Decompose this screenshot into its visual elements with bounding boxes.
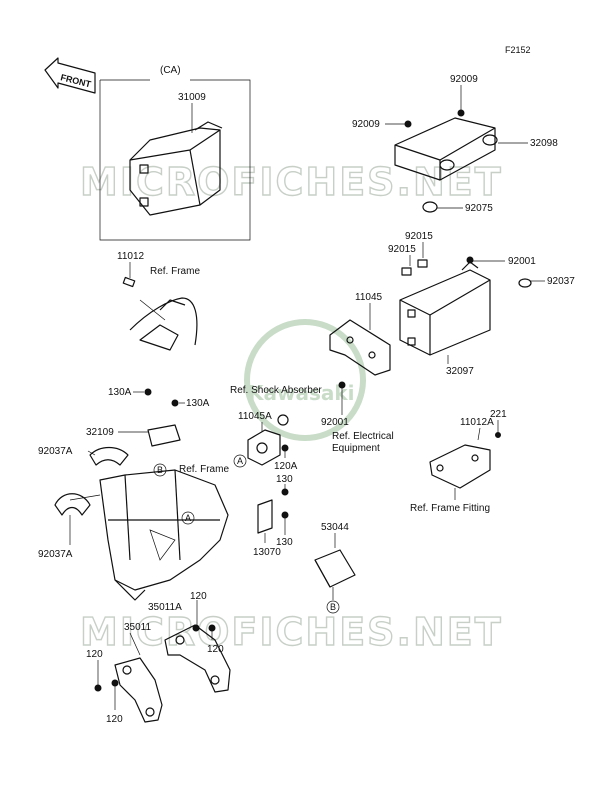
callout-a-top: A: [237, 456, 243, 466]
diagram-code: F2152: [505, 45, 531, 55]
label-ref-frame-center: Ref. Frame: [179, 464, 229, 475]
label-130A-right: 130A: [186, 398, 210, 409]
label-120-bottom: 120: [106, 714, 123, 725]
label-130-bottom: 130: [276, 537, 293, 548]
label-120-left: 120: [86, 649, 103, 660]
label-92001-right: 92001: [508, 256, 536, 267]
callout-b-53044: B: [330, 602, 336, 612]
label-92037: 92037: [547, 276, 575, 287]
label-35011: 35011: [124, 622, 152, 633]
label-130-top: 130: [276, 474, 293, 485]
mount-11045A: [247, 414, 289, 466]
label-32097: 32097: [446, 366, 474, 377]
label-92009-left: 92009: [352, 119, 380, 130]
plate-13070: [257, 499, 273, 534]
battery-cover-32098: [394, 117, 498, 181]
label-11012: 11012: [117, 251, 145, 262]
label-92001-center: 92001: [321, 417, 349, 428]
label-31009: 31009: [178, 92, 206, 103]
watermark-text-bottom: MICROFICHES.NET: [80, 610, 503, 654]
ca-label: (CA): [160, 65, 181, 76]
part-53044: [314, 549, 356, 588]
ca-group-box: (CA): [99, 65, 251, 241]
label-92015-left: 92015: [388, 244, 416, 255]
battery-box-32097: [399, 261, 491, 356]
frame-sketch-top: [122, 276, 198, 351]
frame-center: [69, 469, 229, 601]
label-ref-shock-absorber: Ref. Shock Absorber: [230, 385, 322, 396]
label-ref-frame-fitting: Ref. Frame Fitting: [410, 503, 490, 514]
label-92015-right: 92015: [405, 231, 433, 242]
watermark-logo: Kawasaki: [244, 319, 366, 441]
label-ref-electrical-1: Ref. Electrical: [332, 431, 394, 442]
label-11045A: 11045A: [238, 411, 272, 422]
watermark-text-top: MICROFICHES.NET: [80, 160, 503, 204]
label-11045: 11045: [355, 292, 383, 303]
bracket-32109: [147, 424, 181, 447]
bracket-11045: [329, 319, 391, 376]
label-92037A-top: 92037A: [38, 446, 73, 457]
front-arrow-badge: FRONT: [44, 57, 96, 94]
label-92009-top: 92009: [450, 74, 478, 85]
label-11012A: 11012A: [460, 417, 494, 428]
label-13070: 13070: [253, 547, 281, 558]
label-ref-electrical-2: Equipment: [332, 443, 380, 454]
watermark-logo-text: Kawasaki: [248, 381, 355, 405]
label-120-right: 120: [207, 644, 224, 655]
label-120-upper: 120: [190, 591, 207, 602]
label-221: 221: [490, 409, 507, 420]
bracket-35011: [114, 657, 163, 723]
label-32109: 32109: [86, 427, 114, 438]
label-32098: 32098: [530, 138, 558, 149]
label-130A-left: 130A: [108, 387, 132, 398]
clamp-92037A-bottom: [54, 493, 91, 516]
front-label: FRONT: [60, 72, 93, 89]
label-53044: 53044: [321, 522, 349, 533]
label-ref-frame-top: Ref. Frame: [150, 266, 200, 277]
callout-a-frame: A: [185, 513, 191, 523]
callout-b-frame: B: [157, 465, 163, 475]
battery-case-31009: [129, 121, 223, 216]
label-92075: 92075: [465, 203, 493, 214]
fitting-11012A: [429, 444, 491, 489]
label-35011A: 35011A: [148, 602, 182, 613]
label-120A: 120A: [274, 461, 298, 472]
clamp-92037A-top: [89, 446, 129, 466]
label-92037A-bottom: 92037A: [38, 549, 73, 560]
bracket-35011A: [164, 624, 231, 693]
